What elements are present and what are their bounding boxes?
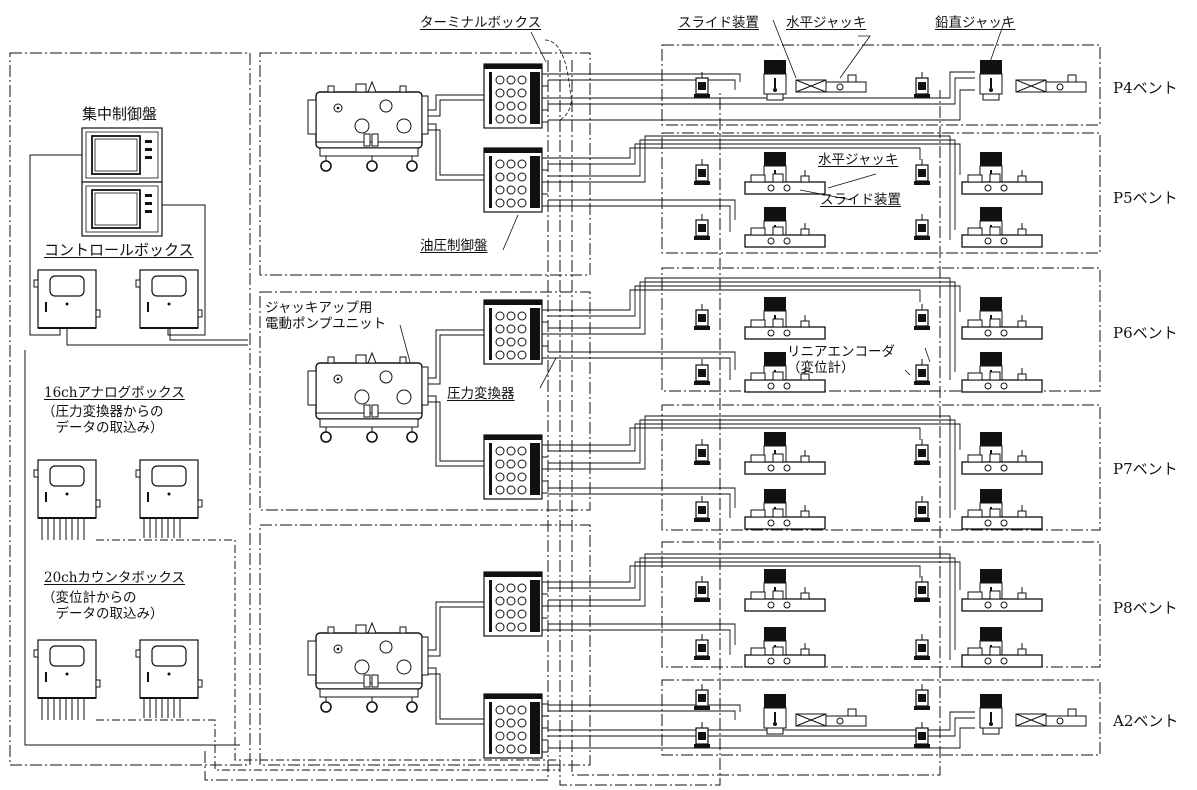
pump-unit-3 xyxy=(308,623,428,712)
counter-box-group xyxy=(34,640,202,698)
p8-equipment xyxy=(694,569,1042,667)
slide-device-label-mid: スライド装置 xyxy=(820,192,901,208)
a2-equipment xyxy=(694,684,1086,748)
analog-box-group xyxy=(34,460,202,518)
bent-label-p4: P4ベント xyxy=(1113,77,1178,98)
bent-label-p5: P5ベント xyxy=(1113,187,1178,208)
central-control-panel xyxy=(82,128,162,236)
hydraulic-panel-label: 油圧制御盤 xyxy=(420,238,488,254)
bent-label-p6: P6ベント xyxy=(1113,322,1178,343)
slide-device-label-top: スライド装置 xyxy=(678,15,759,31)
terminal-box-label: ターミナルボックス xyxy=(420,15,541,31)
control-box-label: コントロールボックス xyxy=(44,242,194,258)
central-control-panel-label: 集中制御盤 xyxy=(82,106,157,122)
bent-label-a2: A2ベント xyxy=(1113,710,1178,731)
vertical-jack-label: 鉛直ジャッキ xyxy=(935,15,1015,31)
pump-unit-2 xyxy=(308,353,428,442)
linear-encoder-label: リニアエンコーダ （変位計） xyxy=(787,344,895,376)
counter-box-title: 20chカウンタボックス xyxy=(44,570,185,586)
horizontal-jack-label-mid: 水平ジャッキ xyxy=(818,152,898,168)
p7-equipment xyxy=(694,432,1042,529)
bent-label-p8: P8ベント xyxy=(1113,597,1178,618)
jackup-pump-label: ジャッキアップ用 電動ポンプユニット xyxy=(265,300,386,332)
hydraulic-panel-group xyxy=(484,64,548,758)
pump-unit-1 xyxy=(308,82,428,171)
analog-box-title: 16chアナログボックス xyxy=(44,385,185,401)
p4-equipment xyxy=(694,60,1086,100)
analog-box-note: （圧力変換器からの データの取込み） xyxy=(42,404,164,436)
bent-label-p7: P7ベント xyxy=(1113,458,1178,479)
counter-box-note: （変位計からの データの取込み） xyxy=(42,590,164,622)
control-box-group xyxy=(34,270,202,328)
horizontal-jack-label-top: 水平ジャッキ xyxy=(786,15,866,31)
pressure-transducer-label: 圧力変換器 xyxy=(447,386,515,402)
